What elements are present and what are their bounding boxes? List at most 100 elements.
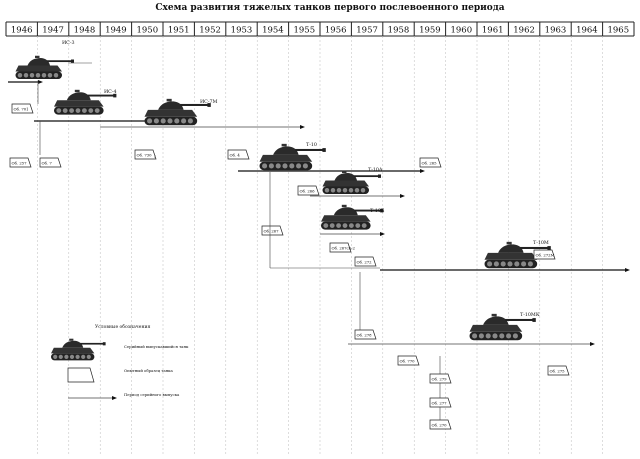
tank-turret — [158, 101, 184, 110]
box-obj-730: Об. 730 — [134, 149, 157, 160]
prototype-box — [354, 329, 377, 340]
tank-wheel — [361, 223, 367, 228]
prototype-box — [227, 149, 250, 160]
prototype-box — [397, 355, 420, 366]
arrowhead — [420, 169, 425, 173]
tank-label: Т-10МК — [520, 312, 540, 318]
tank-t-10b — [321, 204, 384, 230]
period-is-3 — [8, 80, 43, 84]
tank-hull — [322, 180, 369, 187]
tank-muzzle — [532, 318, 536, 322]
prototype-label: Об. 7 — [42, 161, 53, 166]
tank-label: Т-10А — [368, 167, 383, 173]
tank-wheel — [336, 223, 341, 228]
prototype-box — [329, 242, 352, 253]
tank-wheel — [47, 73, 53, 78]
tank-hatch — [74, 89, 80, 93]
box-obj-275: Об. 275 — [547, 365, 570, 376]
box-obj-270: Об. 270 — [429, 419, 452, 430]
year-label: 1954 — [262, 26, 284, 36]
prototype-label: Об. 272 — [357, 260, 373, 265]
tank-wheel — [282, 163, 288, 169]
prototype-box — [419, 157, 442, 168]
tank-wheel — [17, 73, 23, 78]
tank-wheel — [181, 118, 187, 124]
tank-wheel — [289, 163, 295, 169]
tank-wheel — [472, 333, 478, 339]
tank-hatch — [491, 313, 497, 317]
prototype-box — [11, 103, 34, 114]
period-t-10m — [380, 268, 630, 272]
tank-hull — [15, 65, 62, 72]
tank-hull — [144, 109, 198, 117]
prototype-box — [354, 256, 377, 267]
tank-wheel — [41, 73, 47, 78]
tank-wheel — [88, 108, 94, 113]
box-obj-4: Об. 4 — [227, 149, 250, 160]
arrowhead — [380, 232, 385, 236]
tank-t-10mk — [469, 313, 536, 341]
tank-wheel — [492, 333, 498, 339]
tank-label: ИС-4 — [104, 89, 117, 95]
tank-wheel — [507, 261, 513, 267]
box-obj-257: Об. 257 — [9, 157, 32, 168]
prototype-box — [547, 365, 570, 376]
arrowhead — [112, 396, 117, 400]
tank-wheel — [29, 73, 35, 78]
tank-muzzle — [207, 103, 211, 107]
tank-wheel — [499, 333, 505, 339]
tank-hull — [469, 324, 523, 332]
box-obj-770: Об. 770 — [397, 355, 420, 366]
tank-wheel — [342, 188, 348, 193]
tank-wheel — [160, 118, 166, 124]
tank-hatch — [342, 170, 347, 173]
tank-wheel — [506, 333, 512, 339]
prototype-label: Об. 275 — [550, 369, 566, 374]
period-t-10b — [320, 232, 385, 236]
tank-wheel — [69, 108, 74, 113]
prototype-label: Об. 267 — [264, 229, 280, 234]
tank-wheel — [35, 73, 41, 78]
tank-turret — [483, 316, 509, 325]
box-obj-278: Об. 278 — [354, 329, 377, 340]
tank-hull — [51, 347, 95, 354]
year-label: 1948 — [74, 26, 96, 36]
tank-t-10a — [322, 170, 381, 194]
prototype-label: Об. 277 — [432, 401, 448, 406]
box-obj-7: Об. 7 — [39, 157, 62, 168]
tank-label: Т-10 — [306, 142, 317, 148]
tank-wheel — [485, 333, 491, 339]
year-label: 1956 — [325, 26, 347, 36]
tank-turret — [334, 173, 357, 181]
prototype-label: Об. 272М — [536, 253, 555, 258]
box-obj-265: Об. 265 — [419, 157, 442, 168]
tank-wheel — [268, 163, 274, 169]
tank-muzzle — [547, 246, 551, 250]
tank-wheel — [174, 118, 180, 124]
tank-turret — [62, 340, 84, 348]
legend-box-icon — [67, 367, 95, 383]
tank-wheel — [53, 73, 59, 78]
tank-is-4 — [54, 89, 117, 115]
year-label: 1950 — [136, 26, 158, 36]
prototype-box — [9, 157, 32, 168]
tank-hull — [54, 100, 104, 107]
legend-title: Условные обозначения — [95, 323, 150, 330]
tank-wheel — [493, 261, 499, 267]
prototype-box — [39, 157, 62, 168]
tank-wheel — [349, 223, 354, 228]
legend-period-text: Период серийного выпуска — [124, 392, 180, 397]
year-label: 1946 — [11, 26, 33, 36]
box-obj-279: Об. 279 — [429, 373, 452, 384]
tank-hatch — [341, 204, 347, 208]
prototype-box — [429, 373, 452, 384]
tank-muzzle — [71, 59, 74, 63]
prototype-box — [134, 149, 157, 160]
tank-wheel — [262, 163, 268, 169]
tank-hatch — [35, 55, 40, 58]
arrowhead — [300, 125, 305, 129]
year-label: 1951 — [168, 26, 190, 36]
prototype-box — [297, 185, 320, 196]
tank-gun — [354, 209, 382, 212]
